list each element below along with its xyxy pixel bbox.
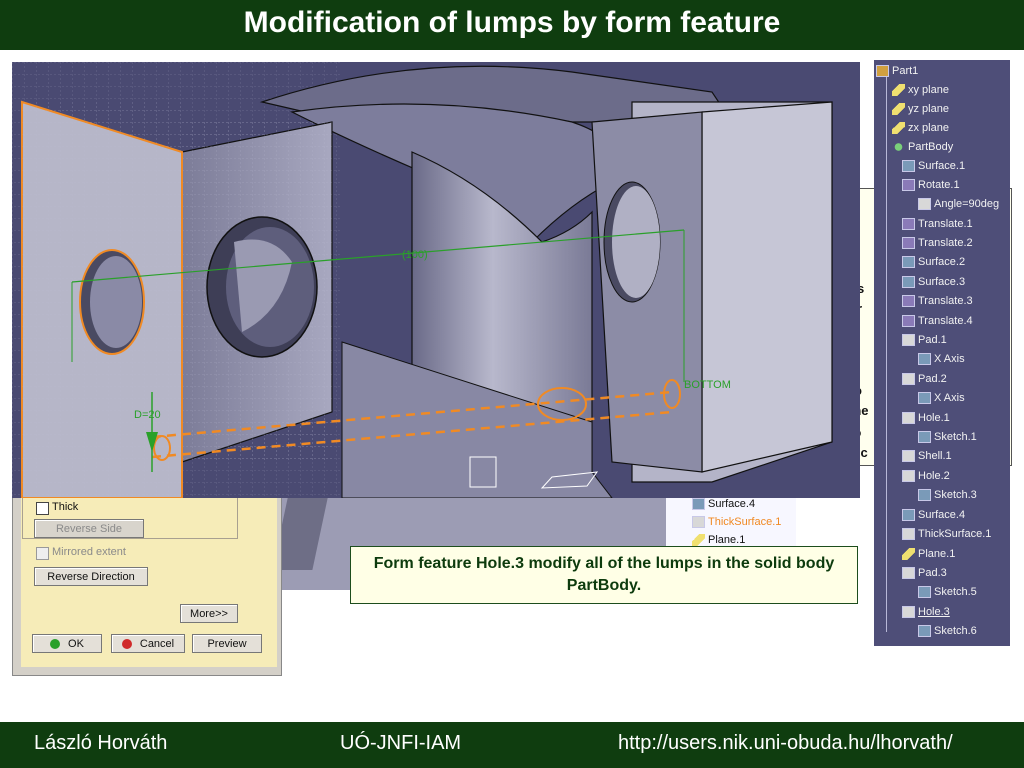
tree-item[interactable]: Sketch.5: [918, 585, 977, 600]
tree-item[interactable]: ThickSurface.1: [692, 516, 781, 529]
tree-item[interactable]: Surface.2: [902, 255, 965, 270]
tree-item[interactable]: Surface.3: [902, 275, 965, 290]
thick-surface-icon: [902, 528, 915, 541]
tree-item[interactable]: Translate.1: [902, 217, 973, 232]
tree-item[interactable]: Hole.1: [902, 411, 950, 426]
tree-item[interactable]: PartBody: [892, 140, 953, 155]
plane-icon: [892, 122, 905, 135]
dimension-label: (100): [402, 249, 428, 261]
shell-icon: [902, 450, 915, 463]
plane-icon: [692, 534, 705, 547]
tree-item[interactable]: ThickSurface.1: [902, 527, 991, 542]
ok-label: OK: [68, 637, 84, 650]
pad-icon: [902, 373, 915, 386]
tree-item[interactable]: Sketch.3: [918, 488, 977, 503]
tree-item[interactable]: Hole.2: [902, 469, 950, 484]
sketch-icon: [918, 586, 931, 599]
surface-icon: [692, 498, 705, 511]
title-bar: Modification of lumps by form feature: [0, 0, 1024, 50]
plane-icon: [892, 84, 905, 97]
3d-viewport[interactable]: (100) BOTTOM D=20: [12, 62, 860, 498]
tree-item[interactable]: Part1: [876, 64, 918, 79]
footer: László Horváth UÓ-JNFI-IAM http://users.…: [0, 722, 1024, 768]
reverse-side-button[interactable]: Reverse Side: [34, 519, 144, 538]
model-view: (100) BOTTOM D=20: [12, 62, 833, 498]
sketch-icon: [918, 489, 931, 502]
tree-item[interactable]: Pad.1: [902, 333, 947, 348]
tree-item[interactable]: Angle=90deg: [918, 197, 999, 212]
mirrored-extent-label: Mirrored extent: [52, 546, 126, 558]
transform-icon: [902, 179, 915, 192]
tree-item[interactable]: Sketch.6: [918, 624, 977, 639]
tree-item[interactable]: X Axis: [918, 391, 965, 406]
pad-icon: [902, 567, 915, 580]
transform-icon: [902, 295, 915, 308]
direction-label: BOTTOM: [684, 379, 731, 391]
footer-institution: UÓ-JNFI-IAM: [340, 732, 462, 754]
cancel-label: Cancel: [139, 637, 175, 650]
tree-item[interactable]: Plane.1: [902, 547, 955, 562]
plane-icon: [892, 103, 905, 116]
cancel-button[interactable]: Cancel: [111, 634, 185, 653]
dialog-group-box: [22, 492, 238, 539]
ok-icon: [50, 638, 61, 649]
footer-url[interactable]: http://users.nik.uni-obuda.hu/lhorvath/: [618, 732, 953, 754]
transform-icon: [902, 315, 915, 328]
ok-button[interactable]: OK: [32, 634, 102, 653]
tree-item[interactable]: zx plane: [892, 121, 949, 136]
mirrored-extent-checkbox[interactable]: [36, 547, 49, 560]
tree-item[interactable]: Surface.1: [902, 159, 965, 174]
parameter-icon: [918, 198, 931, 211]
specification-tree: Part1 xy plane yz plane zx plane PartBod…: [874, 60, 1010, 646]
tree-item[interactable]: Rotate.1: [902, 178, 960, 193]
pad-icon: [902, 334, 915, 347]
tree-item[interactable]: Translate.2: [902, 236, 973, 251]
tree-item[interactable]: X Axis: [918, 352, 965, 367]
tree-item[interactable]: xy plane: [892, 83, 949, 98]
thick-checkbox[interactable]: [36, 502, 49, 515]
hole-icon: [902, 412, 915, 425]
preview-button[interactable]: Preview: [192, 634, 262, 653]
depth-label: D=20: [134, 409, 161, 421]
surface-icon: [902, 256, 915, 269]
sketch-icon: [918, 431, 931, 444]
slide-title: Modification of lumps by form feature: [243, 6, 781, 39]
tree-item[interactable]: Shell.1: [902, 449, 952, 464]
footer-author: László Horváth: [34, 732, 168, 754]
tree-item[interactable]: Translate.4: [902, 314, 973, 329]
tree-item[interactable]: Surface.4: [902, 508, 965, 523]
surface-icon: [902, 509, 915, 522]
part-icon: [876, 65, 889, 78]
tree-item[interactable]: Pad.2: [902, 372, 947, 387]
plane-icon: [902, 548, 915, 561]
transform-icon: [902, 218, 915, 231]
tree-item[interactable]: Surface.4: [692, 498, 755, 511]
tree-item[interactable]: yz plane: [892, 102, 949, 117]
reverse-direction-button[interactable]: Reverse Direction: [34, 567, 148, 586]
thick-label: Thick: [52, 501, 79, 513]
cancel-icon: [121, 638, 132, 649]
hole-icon: [902, 606, 915, 619]
surface-icon: [902, 160, 915, 173]
callout-box: Form feature Hole.3 modify all of the lu…: [350, 546, 858, 604]
tree-item[interactable]: Translate.3: [902, 294, 973, 309]
tree-item[interactable]: Plane.1: [692, 534, 745, 547]
transform-icon: [902, 237, 915, 250]
tree-item[interactable]: Pad.3: [902, 566, 947, 581]
hole-icon: [902, 470, 915, 483]
tree-item-selected[interactable]: Hole.3: [902, 605, 950, 620]
axis-icon: [918, 353, 931, 366]
more-button[interactable]: More>>: [180, 604, 238, 623]
surface-icon: [902, 276, 915, 289]
thick-surface-icon: [692, 516, 705, 529]
tree-item[interactable]: Sketch.1: [918, 430, 977, 445]
tree-line: [886, 74, 887, 632]
body-icon: [892, 141, 905, 154]
sketch-icon: [918, 625, 931, 638]
axis-icon: [918, 392, 931, 405]
